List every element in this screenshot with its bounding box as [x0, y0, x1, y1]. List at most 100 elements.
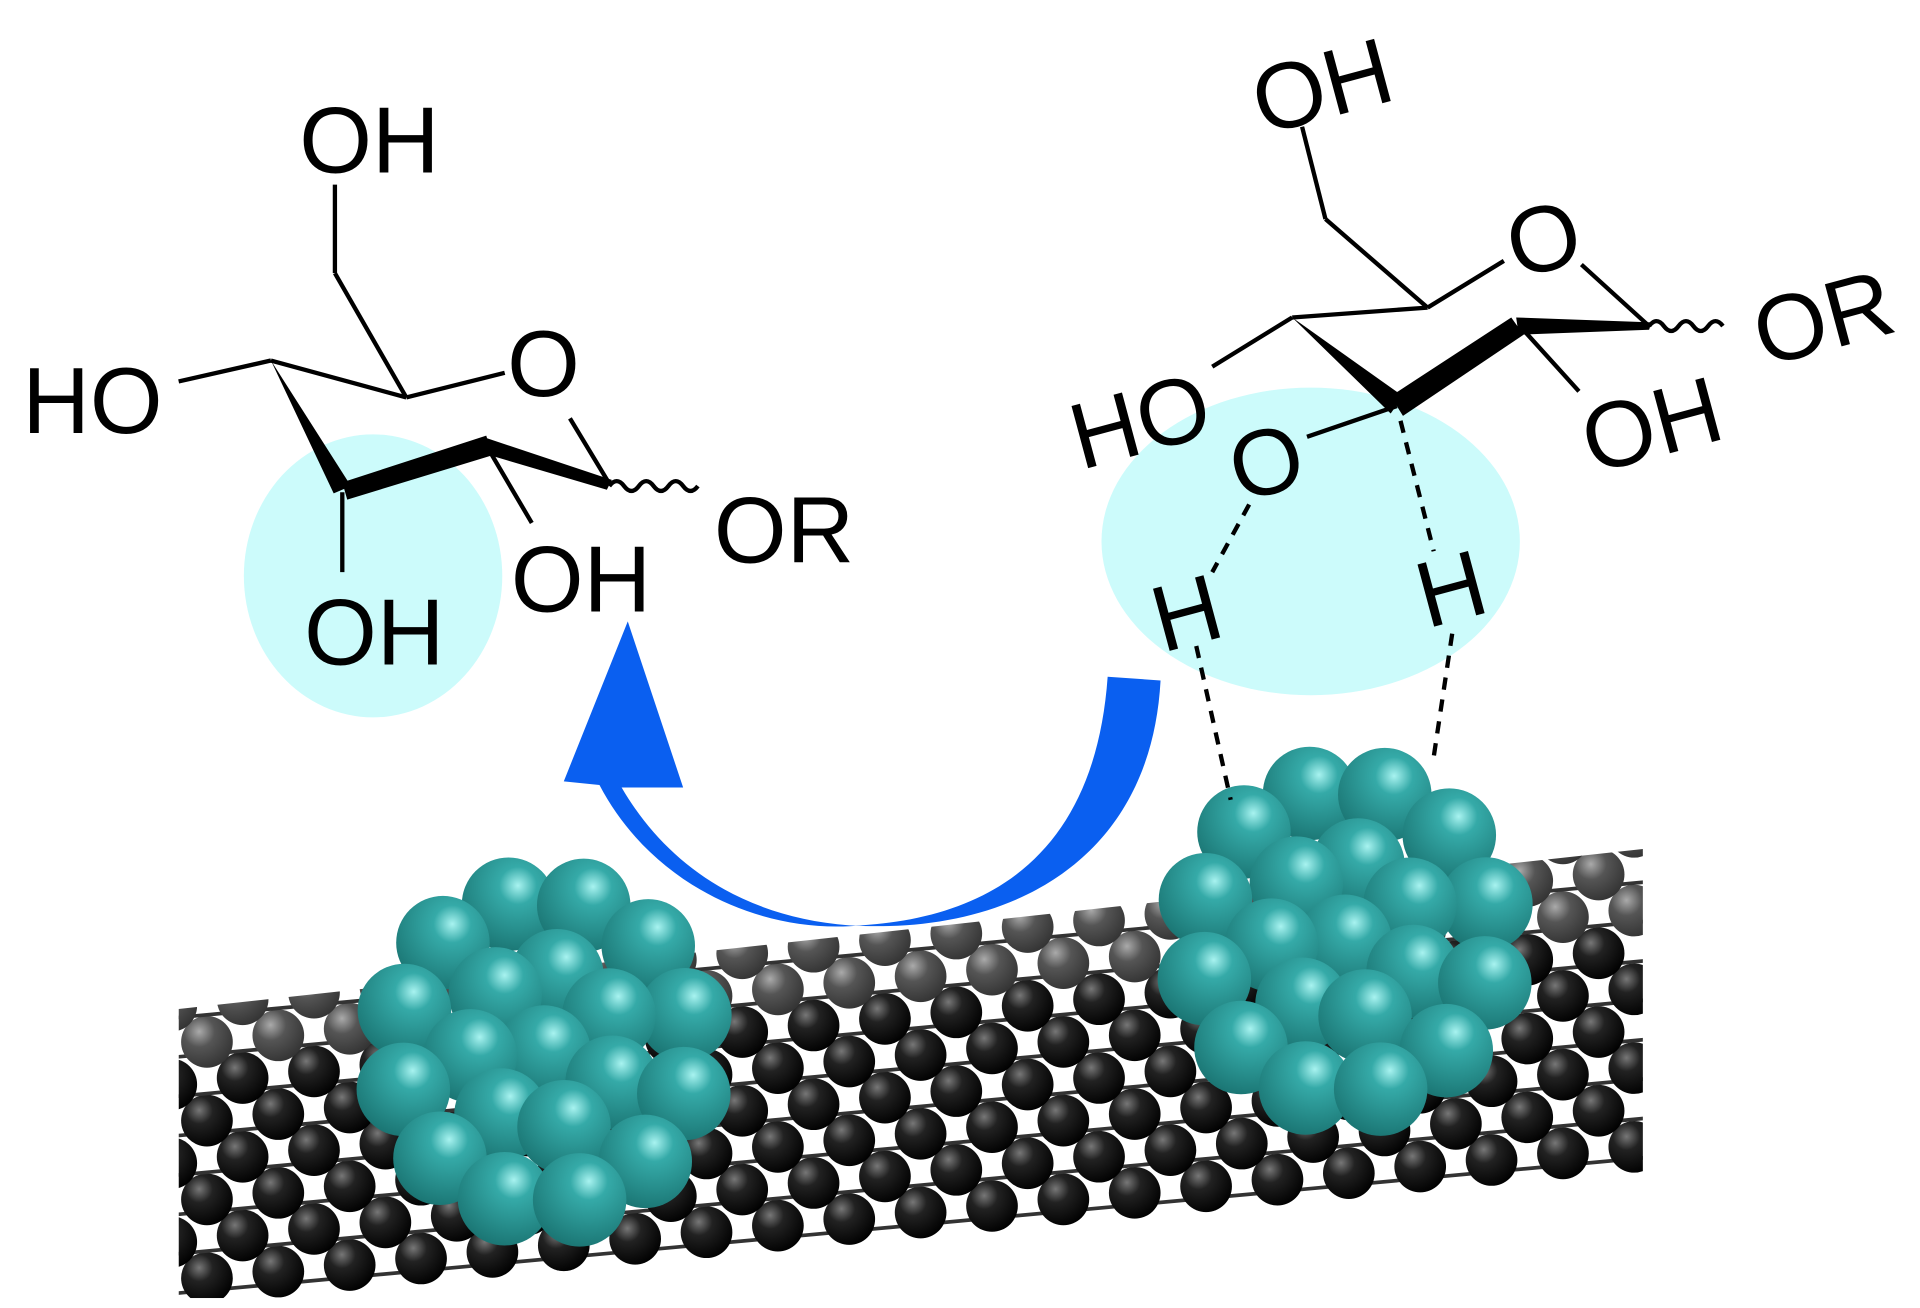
left-c3-label: OH [304, 579, 444, 684]
carbon-atom [1608, 884, 1643, 937]
carbon-atom [1215, 1117, 1268, 1170]
carbon-atom [110, 1259, 162, 1308]
carbon-atom [1608, 1042, 1643, 1094]
carbon-atom [359, 1196, 412, 1249]
carbon-atom [252, 1088, 305, 1140]
carbon-atom [1644, 1078, 1696, 1130]
carbon-atom [1787, 908, 1839, 960]
right-c2-label: OH [1570, 356, 1733, 494]
carbon-atom [1751, 950, 1803, 1002]
left-ch2oh-label: OH [299, 87, 439, 192]
carbon-atom [110, 1180, 162, 1232]
carbon-atom [966, 1180, 1018, 1232]
carbon-atom [1001, 1058, 1054, 1111]
right-c1-label: OR [1742, 249, 1905, 387]
carbon-atom [1716, 993, 1768, 1045]
right-highlight [1101, 387, 1520, 696]
carbon-atom [1037, 1173, 1090, 1226]
metal-atom [638, 967, 732, 1062]
left-highlight [243, 434, 503, 718]
carbon-atom [930, 1143, 983, 1196]
carbon-atom [1108, 930, 1161, 983]
carbon-atom [288, 1203, 340, 1255]
carbon-atom [1751, 793, 1803, 845]
carbon-atom [1608, 963, 1643, 1016]
carbon-atom [859, 993, 911, 1045]
carbon-atom [1108, 1166, 1161, 1219]
carbon-atom [181, 937, 233, 989]
metal-atom [457, 1151, 552, 1246]
carbon-atom [930, 1065, 983, 1117]
metal-atom [517, 1079, 611, 1174]
metal-atom [1402, 788, 1497, 882]
carbon-atom [716, 927, 769, 980]
carbon-atom [823, 1114, 876, 1167]
left-glucoside [178, 184, 700, 573]
carbon-atom [1001, 901, 1054, 953]
carbon-atom [395, 1232, 447, 1285]
carbon-atom [1073, 894, 1125, 947]
carbon-atom [823, 956, 876, 1009]
metal-cluster-right [1157, 746, 1533, 1136]
carbon-atom [1108, 1009, 1161, 1062]
carbon-atom [680, 1206, 733, 1259]
carbon-atom [1537, 970, 1589, 1022]
carbon-atom [216, 1130, 269, 1183]
metal-atom [1258, 1041, 1353, 1135]
carbon-atom [894, 950, 947, 1003]
metal-atom [1333, 1042, 1428, 1136]
carbon-atom [1572, 849, 1625, 901]
carbon-atom [1716, 914, 1768, 966]
carbon-atom [1751, 1029, 1803, 1081]
left-c2-label: OH [511, 527, 651, 632]
carbon-atom [1787, 986, 1839, 1038]
carbon-atom [1572, 1006, 1625, 1058]
metal-atom [356, 1042, 451, 1137]
carbon-atom [1001, 979, 1054, 1032]
carbon-atom [1001, 1137, 1054, 1190]
metal-atom [601, 899, 696, 993]
carbon-atom [252, 1009, 305, 1062]
carbon-atom [1680, 1114, 1732, 1166]
carbon-atom [1251, 1153, 1304, 1206]
carbon-atom [1572, 927, 1625, 980]
carbon-atom [216, 1209, 269, 1262]
metal-atom [1157, 931, 1252, 1026]
carbon-atom [823, 1193, 876, 1245]
carbon-atom [288, 966, 340, 1019]
carbon-atom [1787, 1065, 1839, 1117]
carbon-atom [216, 973, 269, 1026]
carbon-atom [787, 1078, 840, 1131]
carbon-atom [823, 1035, 876, 1088]
metal-atom [357, 963, 452, 1058]
carbon-atom [1430, 1098, 1482, 1150]
carbon-atom [178, 1137, 198, 1190]
metal-atom [1318, 969, 1412, 1063]
carbon-atom [1073, 1130, 1125, 1183]
carbon-atom [894, 1029, 947, 1081]
carbon-atom [859, 1150, 911, 1203]
carbon-atom [966, 1022, 1018, 1075]
carbon-atom [1680, 878, 1732, 930]
carbon-atom [1108, 851, 1161, 904]
carbon-atom [1716, 836, 1768, 888]
metal-atom [1158, 852, 1253, 947]
carbon-atom [1716, 1072, 1768, 1124]
carbon-atom [216, 1052, 269, 1104]
carbon-atom [1608, 1120, 1643, 1173]
migration-arrow [563, 621, 1161, 927]
carbon-atom [1644, 1000, 1696, 1052]
carbon-atom [178, 1058, 198, 1111]
carbon-atom [1537, 1048, 1589, 1101]
carbon-atom [323, 924, 376, 976]
carbon-atom [178, 1216, 198, 1268]
right-ch2oh-label: OH [1241, 17, 1404, 155]
carbon-atom [787, 920, 840, 973]
metal-atom [532, 1153, 627, 1247]
carbon-atom [1751, 872, 1803, 924]
carbon-atom [1537, 1127, 1589, 1180]
carbon-atom [1108, 1088, 1161, 1140]
carbon-atom [1180, 1160, 1232, 1213]
